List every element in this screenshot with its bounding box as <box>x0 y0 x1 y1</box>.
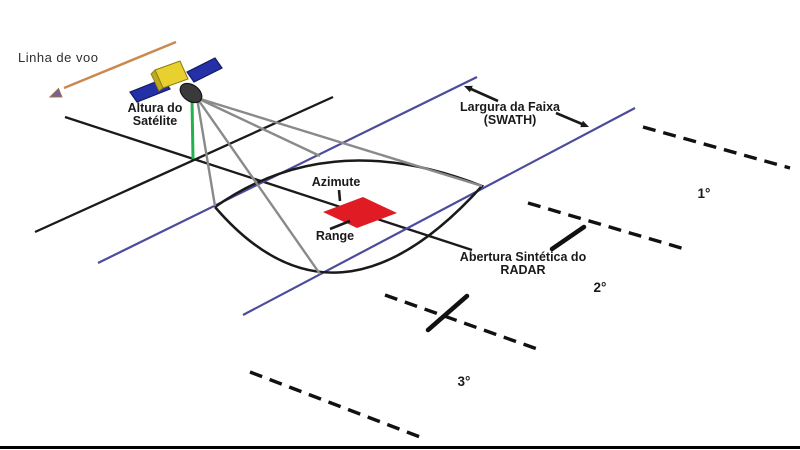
position-3-label: 3° <box>457 374 471 389</box>
swath-arrow-right-head <box>580 120 589 128</box>
flight-arrow-shaft <box>63 40 177 90</box>
flight-line-label: Linha de voo <box>18 50 99 65</box>
position-2-label: 2° <box>593 280 607 295</box>
range-pointer-line <box>329 219 351 231</box>
aperture-tick-3 <box>425 293 470 333</box>
swath-pointer-arrow-icon <box>464 85 589 128</box>
dashed-line-1 <box>642 125 791 170</box>
swath-arrow-left-head <box>464 85 473 93</box>
synthetic-aperture-label: Abertura Sintética do RADAR <box>460 251 586 277</box>
beam-edge-bottom <box>196 97 321 275</box>
satellite-icon <box>129 57 223 104</box>
swath-far-edge-line <box>242 107 636 316</box>
solar-panel-right <box>186 57 223 83</box>
satellite-height-label-line1: Altura do <box>127 101 183 115</box>
swath-arrow-right-shaft <box>555 111 583 126</box>
position-1-label: 1° <box>697 186 711 201</box>
satellite-altitude-line <box>190 98 195 160</box>
satellite-height-label-line2: Satélite <box>132 114 178 128</box>
aperture-position-lines <box>249 125 791 439</box>
synthetic-aperture-label-line2: RADAR <box>500 263 546 277</box>
dashed-line-2 <box>527 201 689 252</box>
beam-edge-near <box>195 97 217 207</box>
swath-label-line1: Largura da Faixa <box>459 100 561 114</box>
resolution-cell <box>323 197 397 228</box>
aperture-tick-2 <box>549 224 587 252</box>
ground-track-line <box>34 95 334 234</box>
azimuth-pointer-line <box>337 189 342 202</box>
flight-arrow-head <box>48 87 63 98</box>
satellite-height-label: Altura do Satélite <box>128 102 183 128</box>
dashed-line-3 <box>384 293 541 352</box>
flight-direction-arrow-icon <box>48 40 177 98</box>
synthetic-aperture-label-line1: Abertura Sintética do <box>459 250 587 264</box>
beam-edge-far <box>196 96 483 188</box>
range-direction-line <box>64 115 473 252</box>
swath-label-line2: (SWATH) <box>483 113 537 127</box>
satellite-body-shade <box>150 69 164 92</box>
swath-arrow-left-shaft <box>470 87 499 103</box>
beam-edge-lines <box>195 96 483 275</box>
dashed-line-4 <box>249 370 421 439</box>
range-label: Range <box>315 229 355 243</box>
antenna-dish <box>179 82 203 104</box>
azimuth-label: Azimute <box>311 175 361 189</box>
beam-edge-top <box>196 96 321 158</box>
swath-label: Largura da Faixa (SWATH) <box>460 101 560 127</box>
